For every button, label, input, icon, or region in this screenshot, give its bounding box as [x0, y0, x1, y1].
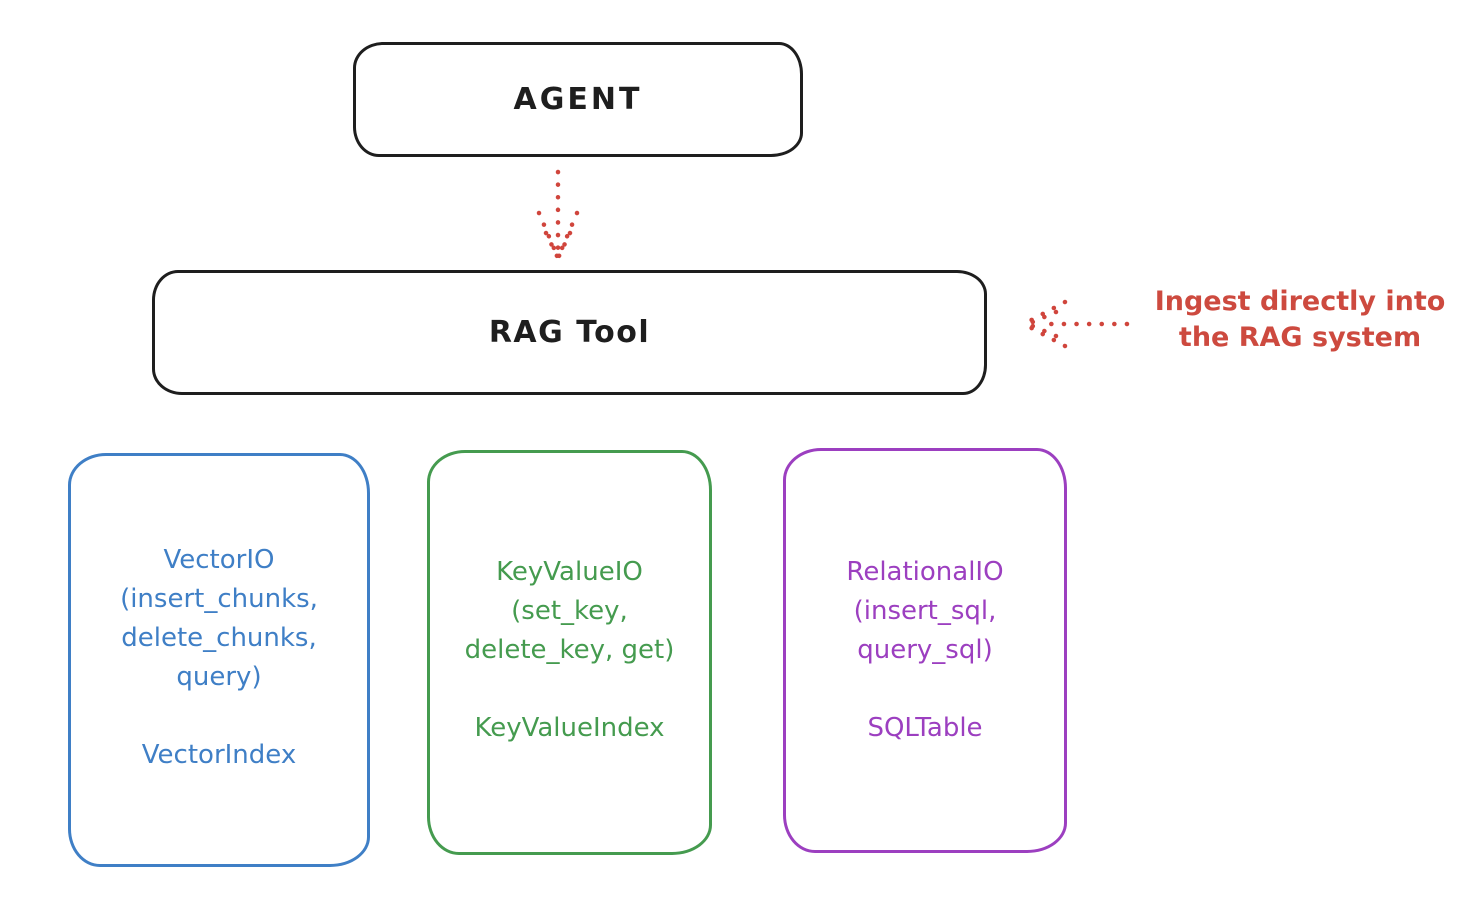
- vector-io-signature: VectorIO (insert_chunks, delete_chunks, …: [120, 545, 318, 692]
- rag-tool-label: RAG Tool: [488, 315, 651, 350]
- backend-vector-io: VectorIO (insert_chunks, delete_chunks, …: [68, 453, 370, 867]
- backend-relational-io: RelationalIO (insert_sql, query_sql) SQL…: [783, 448, 1067, 853]
- backend-keyvalue-io: KeyValueIO (set_key, delete_key, get) Ke…: [427, 450, 712, 855]
- rag-tool-node: RAG Tool: [152, 270, 987, 395]
- vector-index-label: VectorIndex: [141, 740, 297, 770]
- dotted-arrow-down-icon: [536, 169, 580, 259]
- keyvalue-index-label: KeyValueIndex: [474, 713, 665, 743]
- ingest-annotation: Ingest directly into the RAG system: [1135, 284, 1465, 356]
- ingest-annotation-line1: Ingest directly into: [1154, 286, 1446, 317]
- dotted-arrow-left-icon: [1021, 299, 1130, 349]
- keyvalue-io-signature: KeyValueIO (set_key, delete_key, get): [464, 557, 675, 665]
- sql-table-label: SQLTable: [867, 713, 983, 743]
- relational-io-signature: RelationalIO (insert_sql, query_sql): [846, 557, 1004, 665]
- agent-label: AGENT: [513, 82, 643, 117]
- ingest-annotation-line2: the RAG system: [1178, 322, 1422, 353]
- agent-node: AGENT: [353, 42, 803, 157]
